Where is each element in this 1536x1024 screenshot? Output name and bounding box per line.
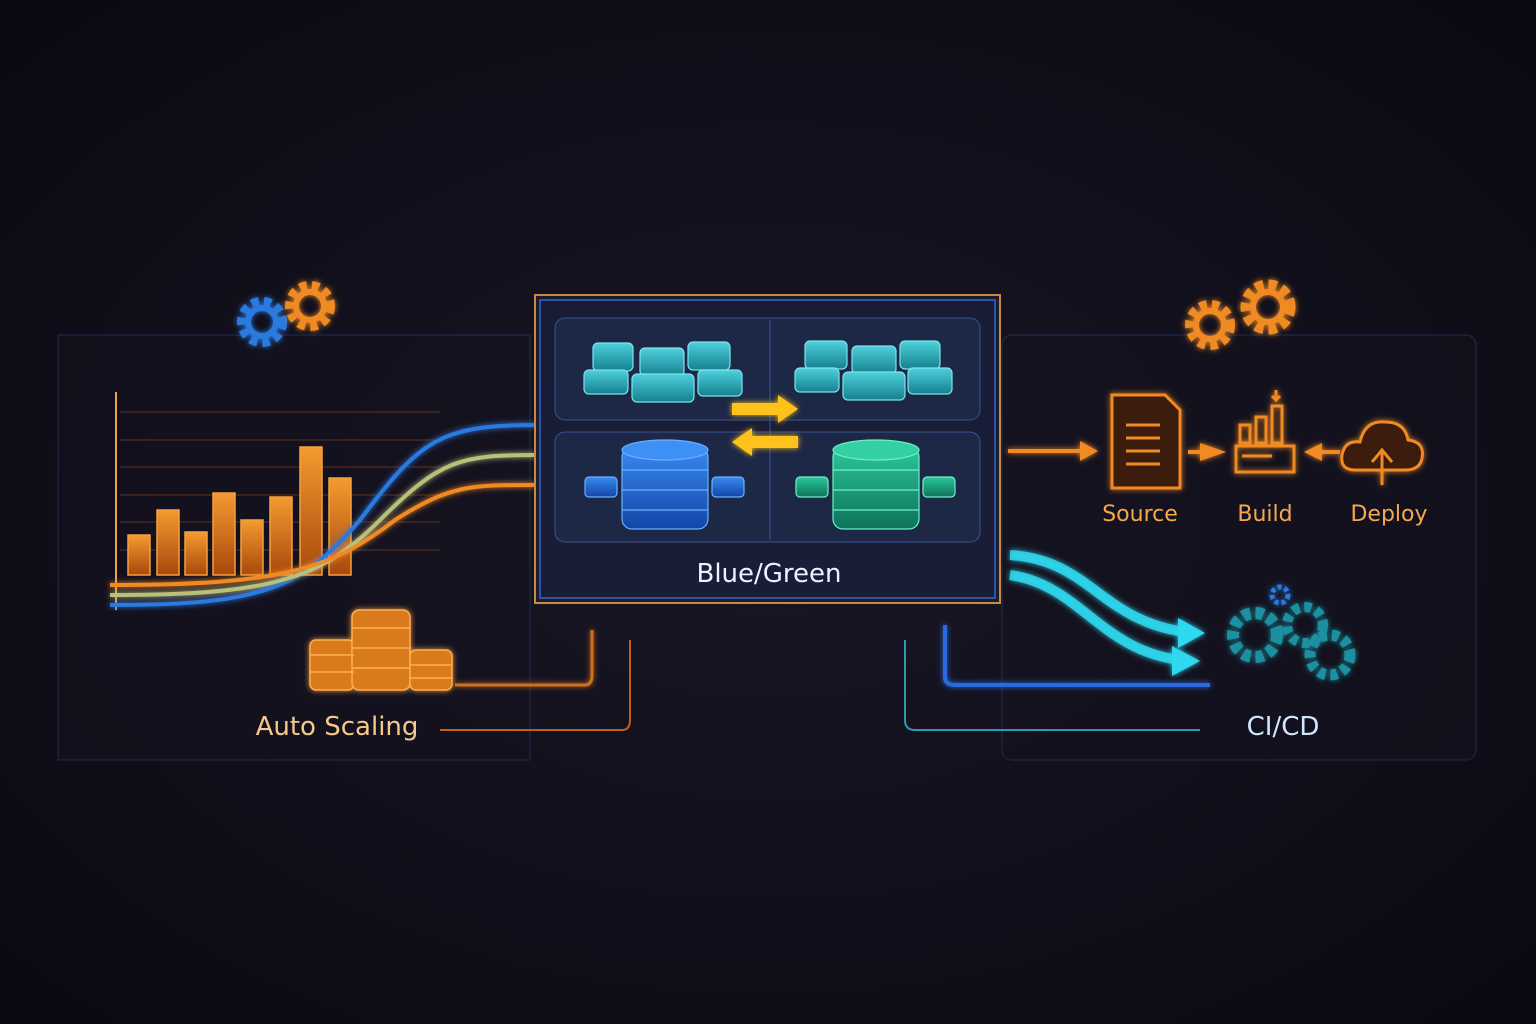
bar-chart-icon xyxy=(115,392,440,610)
database-stack-icon xyxy=(795,439,956,530)
database-stack-icon xyxy=(584,439,745,530)
gear-icon xyxy=(237,297,287,347)
deploy-label: Deploy xyxy=(1350,502,1428,527)
source-label: Source xyxy=(1102,502,1178,527)
blue-green-label: Blue/Green xyxy=(696,559,842,589)
cloud-upload-icon xyxy=(1340,420,1424,485)
build-label: Build xyxy=(1237,502,1293,527)
gear-icon xyxy=(1240,279,1296,335)
gear-icon xyxy=(1227,584,1356,681)
build-chart-icon xyxy=(1234,390,1296,474)
database-stack-icon xyxy=(794,340,953,401)
ci-cd-label: CI/CD xyxy=(1246,712,1320,742)
coin-stack-icon xyxy=(309,609,453,691)
database-stack-icon xyxy=(583,341,743,403)
document-icon xyxy=(1110,393,1182,490)
auto-scaling-label: Auto Scaling xyxy=(255,712,419,742)
gear-icon xyxy=(285,281,335,331)
gear-icon xyxy=(1185,300,1235,350)
ci-cd-panel xyxy=(1001,334,1477,761)
swap-arrows-icon xyxy=(732,395,798,456)
